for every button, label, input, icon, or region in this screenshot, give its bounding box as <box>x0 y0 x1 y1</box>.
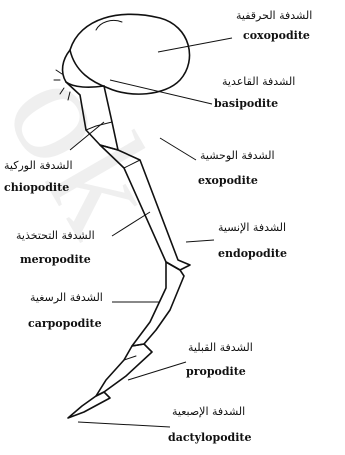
label-exopodite-en: exopodite <box>198 175 258 186</box>
label-coxopodite-ar: الشدفة الحرقفية <box>236 10 312 21</box>
leader-basipodite <box>110 80 212 104</box>
leader-endopodite <box>186 240 214 242</box>
label-ischiopodite-en: chiopodite <box>4 182 69 193</box>
label-propodite-en: propodite <box>186 366 246 377</box>
leader-coxopodite <box>158 38 232 52</box>
label-carpopodite-ar: الشدفة الرسغية <box>30 292 103 303</box>
meropodite-segment <box>100 145 190 270</box>
dactylopodite-segment <box>68 392 110 418</box>
leader-dactylopodite <box>78 422 170 427</box>
label-dactylopodite-ar: الشدفة الإصبعية <box>172 406 245 417</box>
label-meropodite-ar: الشدفة التحتخذية <box>16 230 95 241</box>
label-propodite-ar: الشدفة القبلية <box>188 342 253 353</box>
basipodite-segment <box>63 50 104 87</box>
carpopodite-segment <box>132 262 184 346</box>
label-basipodite-ar: الشدفة القاعدية <box>222 76 295 87</box>
label-ischiopodite-ar: الشدفة الوركية <box>4 160 73 171</box>
label-basipodite-en: basipodite <box>214 98 278 109</box>
label-dactylopodite-en: dactylopodite <box>168 432 251 443</box>
propodite-segment <box>96 344 152 396</box>
leader-exopodite <box>160 138 196 160</box>
ischiopodite-segment <box>66 82 118 150</box>
leader-meropodite <box>112 212 150 236</box>
label-coxopodite-en: coxopodite <box>243 30 310 41</box>
label-carpopodite-en: carpopodite <box>28 318 102 329</box>
label-endopodite-ar: الشدفة الإنسية <box>218 222 286 233</box>
coxopodite-segment <box>70 14 190 94</box>
label-exopodite-ar: الشدفة الوحشية <box>200 150 275 161</box>
label-meropodite-en: meropodite <box>20 254 91 265</box>
leader-propodite <box>128 362 186 380</box>
leader-ischiopodite <box>70 122 104 150</box>
label-endopodite-en: endopodite <box>218 248 287 259</box>
